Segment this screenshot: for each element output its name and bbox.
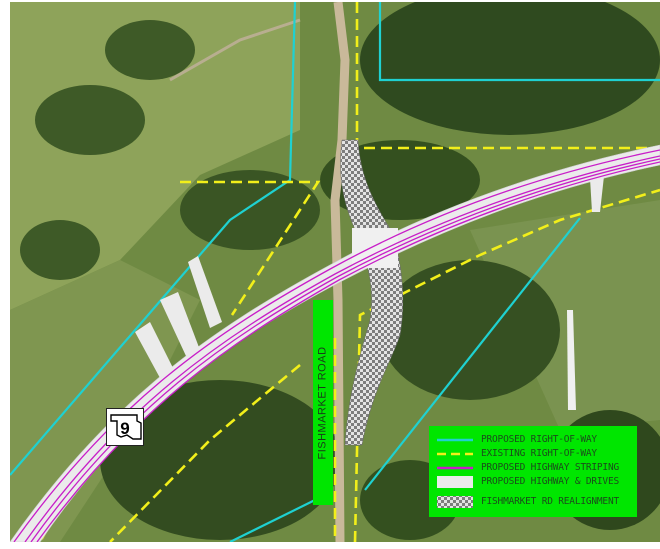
- proposed-drive: [567, 310, 576, 410]
- proposed-drive: [590, 176, 604, 212]
- oklahoma-outline-icon: [110, 414, 142, 440]
- tree-mass: [380, 260, 560, 400]
- legend-label: PROPOSED HIGHWAY STRIPING: [481, 462, 619, 473]
- legend-item-highway-drives: PROPOSED HIGHWAY & DRIVES: [429, 474, 637, 490]
- proposed-drive: [135, 322, 175, 378]
- yellow-dashed-line-icon: [437, 452, 473, 456]
- open-field-east: [470, 200, 660, 430]
- existing-dirt-road: [330, 2, 350, 542]
- white-fill-icon: [437, 476, 473, 488]
- legend-item-striping: PROPOSED HIGHWAY STRIPING: [429, 460, 637, 476]
- proposed-row-lines: [10, 2, 660, 542]
- proposed-drive: [160, 292, 200, 356]
- checker-fill-icon: [437, 496, 473, 508]
- legend-label: EXISTING RIGHT-OF-WAY: [481, 448, 597, 459]
- tree-mass: [20, 220, 100, 280]
- tree-mass: [360, 2, 660, 135]
- tree-mass: [105, 20, 195, 80]
- existing-dirt-track: [169, 18, 301, 82]
- tree-mass: [35, 85, 145, 155]
- tree-mass: [180, 170, 320, 250]
- legend-label: PROPOSED HIGHWAY & DRIVES: [481, 476, 619, 487]
- magenta-line-icon: [437, 466, 473, 470]
- route-number: 9: [120, 419, 130, 438]
- route-shield: 9: [106, 408, 144, 446]
- legend-item-proposed-row: PROPOSED RIGHT-OF-WAY: [429, 432, 637, 448]
- proposed-drive: [188, 256, 222, 328]
- road-label-text: FISHMARKET ROAD: [317, 345, 329, 460]
- legend-label: FISHMARKET RD REALIGNMENT: [481, 496, 619, 507]
- legend-label: PROPOSED RIGHT-OF-WAY: [481, 434, 597, 445]
- fishmarket-road-label: FISHMARKET ROAD: [313, 300, 333, 505]
- legend-item-existing-row: EXISTING RIGHT-OF-WAY: [429, 446, 637, 462]
- cyan-line-icon: [437, 438, 473, 442]
- map-legend: PROPOSED RIGHT-OF-WAY EXISTING RIGHT-OF-…: [429, 426, 637, 517]
- legend-item-realignment: FISHMARKET RD REALIGNMENT: [429, 494, 637, 510]
- tree-mass: [100, 380, 340, 540]
